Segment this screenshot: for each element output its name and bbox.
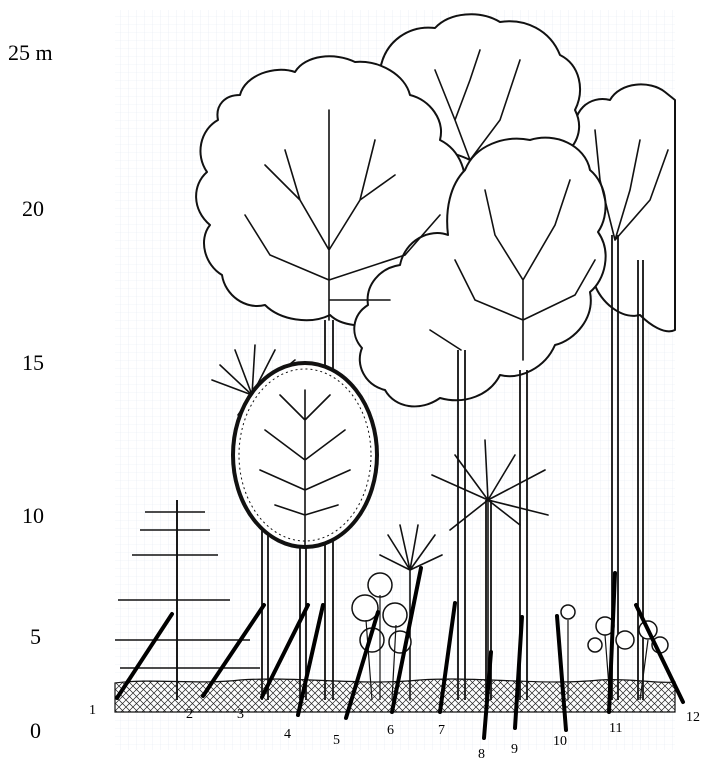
- scale-label-0: 0: [30, 720, 41, 742]
- scale-label-20: 20: [22, 198, 44, 220]
- callout-number-1: 1: [89, 704, 96, 718]
- callout-number-8: 8: [478, 748, 485, 762]
- callout-number-9: 9: [511, 743, 518, 757]
- callout-number-2: 2: [186, 708, 193, 722]
- callout-number-6: 6: [387, 724, 394, 738]
- callout-number-12: 12: [686, 711, 700, 725]
- callout-number-5: 5: [333, 734, 340, 748]
- callout-number-11: 11: [609, 722, 622, 736]
- scale-label-15: 15: [22, 352, 44, 374]
- callout-number-10: 10: [553, 735, 567, 749]
- scale-label-25: 25 m: [8, 42, 53, 64]
- callout-number-4: 4: [284, 728, 291, 742]
- callout-number-3: 3: [237, 708, 244, 722]
- scale-label-5: 5: [30, 626, 41, 648]
- callout-number-7: 7: [438, 724, 445, 738]
- scale-label-10: 10: [22, 505, 44, 527]
